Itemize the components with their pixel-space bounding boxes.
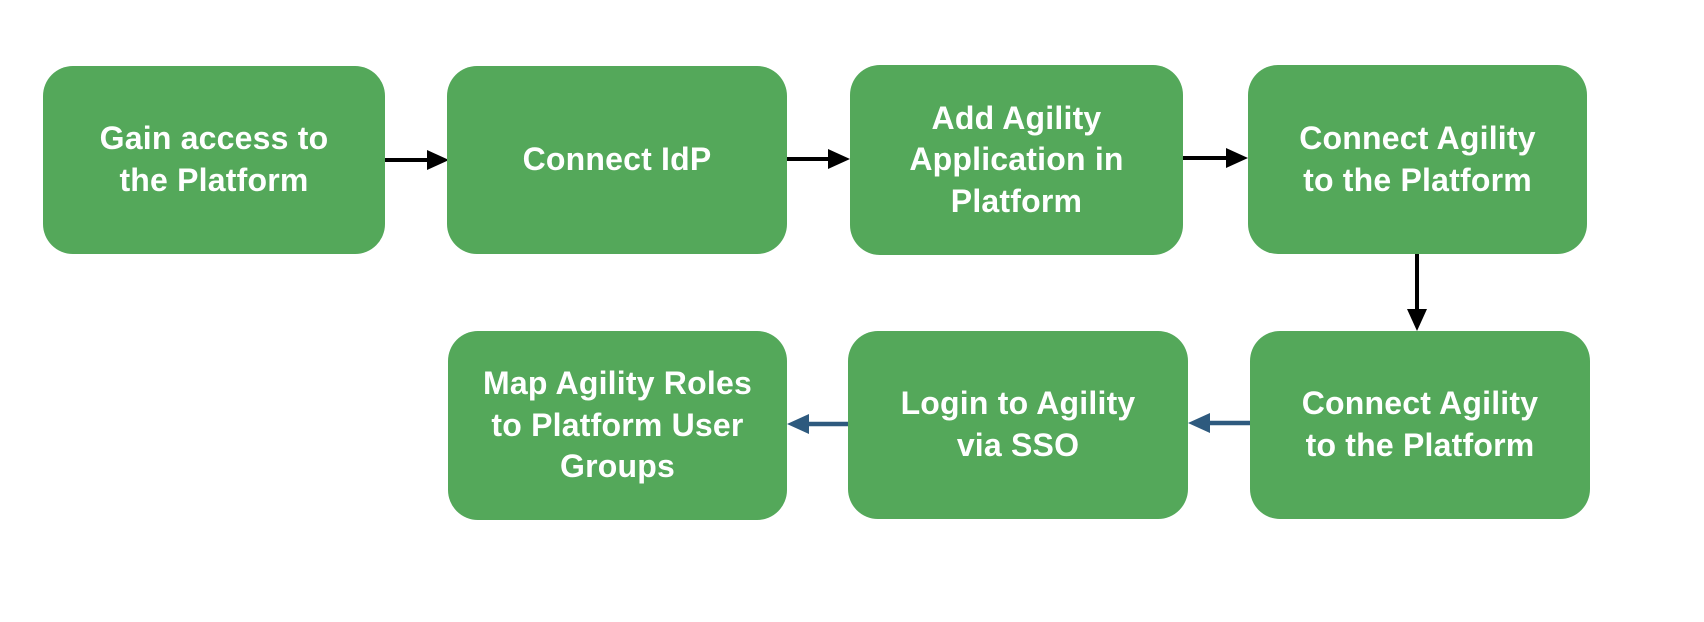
flow-node-label: Connect Agility to the Platform [1301,385,1539,463]
arrow-connect-agility-down [1407,254,1427,331]
flow-node-connect-idp: Connect IdP [447,66,787,254]
flow-node-connect-agility-top: Connect Agility to the Platform [1248,65,1587,254]
flow-node-label: Connect IdP [522,141,712,178]
flow-node-label: Add Agility Application in Platform [909,99,1124,219]
arrow-add-agility-to-connect-agility [1183,148,1248,168]
arrow-login-sso-to-map-roles [787,414,848,434]
arrow-connect-agility-to-login-sso [1188,413,1250,433]
arrow-connect-idp-to-add-agility [787,149,850,169]
flow-node-label: Connect Agility to the Platform [1299,119,1536,198]
flow-node-login-agility-sso: Login to Agility via SSO [848,331,1188,519]
flow-node-map-agility-roles: Map Agility Roles to Platform User Group… [448,331,787,520]
arrow-gain-access-to-connect-idp [385,150,449,170]
flow-node-label: Gain access to the Platform [99,120,329,198]
flow-node-connect-agility-bottom: Connect Agility to the Platform [1250,331,1590,519]
flow-node-label: Login to Agility via SSO [900,385,1136,463]
flow-node-add-agility-application: Add Agility Application in Platform [850,65,1183,255]
flow-node-gain-access-platform: Gain access to the Platform [43,66,385,254]
flow-node-label: Map Agility Roles to Platform User Group… [483,365,752,485]
